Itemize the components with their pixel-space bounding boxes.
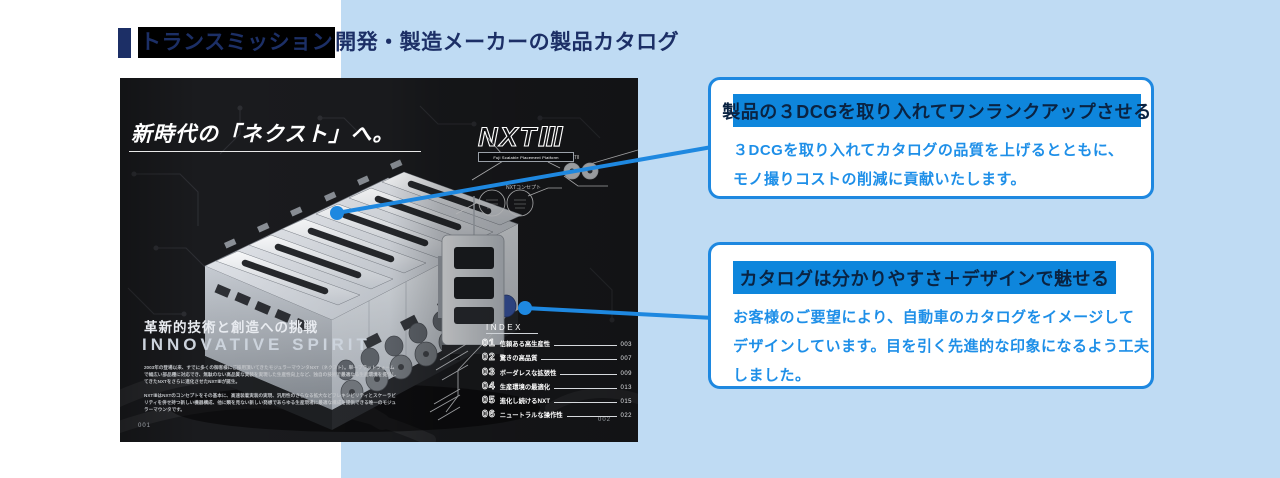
index-number: 05 [482,393,496,406]
index-item: 01 信頼ある高生産性 003 [482,337,632,350]
header-bullet-icon [118,27,131,58]
index-item: 02 驚きの高品質 007 [482,351,632,364]
index-leader [541,359,618,361]
index-page: 022 [620,413,632,420]
nxt-logo-name: NXT [477,122,538,152]
callout-body-line: しました。 [733,367,811,384]
nxt-logo-tagline: Fuji Scalable Placement Platform [493,154,559,160]
index-page: 007 [620,356,632,363]
catalog-spread-image: NXTⅡ NXTコンセプト 新時代の「ネクスト」へ。 NXTⅢ Fuji Sca… [120,78,638,442]
callout-body-line: モノ撮りコストの削減に貢献いたします。 [733,171,1027,188]
index-label: 信頼ある高生産性 [499,341,551,349]
callout-body-line: ３DCGを取り入れてカタログの品質を上げるとともに、 [733,142,1124,159]
page-seam-shading [120,78,638,442]
index-title: INDEX [486,323,538,334]
catalog-artwork: NXTⅡ NXTコンセプト [120,78,638,442]
index-leader [566,416,618,418]
callout-design: カタログは分かりやすさ＋デザインで魅せる お客様のご要望により、自動車のカタログ… [708,242,1154,389]
catalog-page-number-right: 002 [598,417,612,423]
index-label: ニュートラルな操作性 [499,412,563,420]
index-number: 02 [482,351,496,364]
index-label: ボーダレスな拡張性 [499,369,557,377]
header-highlighted-text: トランスミッション [138,27,336,58]
index-leader [554,401,618,403]
index-number: 03 [482,365,496,378]
callout-body-line: デザインしています。目を引く先進的な印象になるよう工夫 [733,338,1150,355]
index-item: 06 ニュートラルな操作性 022 [482,408,632,421]
index-item: 04 生産環境の最適化 013 [482,379,632,392]
catalog-headline: 新時代の「ネクスト」へ。 [131,123,395,146]
nxt-logo-tagline-bar: Fuji Scalable Placement Platform [478,152,574,162]
index-page: 013 [620,384,632,391]
nxt-logo-suffix: Ⅲ [537,122,566,152]
index-page: 009 [620,370,632,377]
index-leader [560,373,618,375]
section-header: トランスミッション 開発・製造メーカーの製品カタログ [118,27,679,58]
catalog-slogan-en: INNOVATIVE SPIRIT [142,335,371,354]
index-page: 015 [620,398,632,405]
catalog-index: INDEX 01 信頼ある高生産性 003 02 驚きの高品質 007 03 ボ… [482,323,632,421]
index-item: 03 ボーダレスな拡張性 009 [482,365,632,378]
index-number: 06 [482,408,496,421]
catalog-slogan-jp: 革新的技術と創造への挑戦 [144,320,318,335]
callout-3dcg-title: 製品の３DCGを取り入れてワンランクアップさせる [722,94,1151,127]
index-label: 進化し続けるNXT [499,397,551,405]
index-label: 驚きの高品質 [499,355,538,363]
nxt-logo: NXTⅢ Fuji Scalable Placement Platform [477,122,574,162]
header-text: 開発・製造メーカーの製品カタログ [335,31,680,54]
callout-3dcg-body: ３DCGを取り入れてカタログの品質を上げるとともに、 モノ撮りコストの削減に貢献… [733,136,1151,194]
callout-design-body: お客様のご要望により、自動車のカタログをイメージして デザインしています。目を引… [733,303,1151,390]
callout-3dcg: 製品の３DCGを取り入れてワンランクアップさせる ３DCGを取り入れてカタログの… [708,77,1154,199]
nxt-logo-text: NXTⅢ [477,122,574,152]
callout-body-line: お客様のご要望により、自動車のカタログをイメージして [733,309,1135,326]
catalog-paragraph-2: NXTⅢはNXTのコンセプトをその基本に、高速装着実装の実現、汎用性のさらなる拡… [144,393,396,413]
catalog-paragraph-1: 2003年の登場以来、すでに多くの御客様にご採用頂いてきたモジュラーマウンタNX… [144,365,397,385]
callout-design-title: カタログは分かりやすさ＋デザインで魅せる [733,261,1116,294]
index-label: 生産環境の最適化 [499,383,551,391]
index-item: 05 進化し続けるNXT 015 [482,393,632,406]
index-leader [554,345,618,347]
index-number: 04 [482,379,496,392]
index-page: 003 [620,342,632,349]
index-leader [554,387,618,389]
index-number: 01 [482,337,496,350]
headline-rule [129,151,421,152]
catalog-page-number-left: 001 [138,423,152,429]
